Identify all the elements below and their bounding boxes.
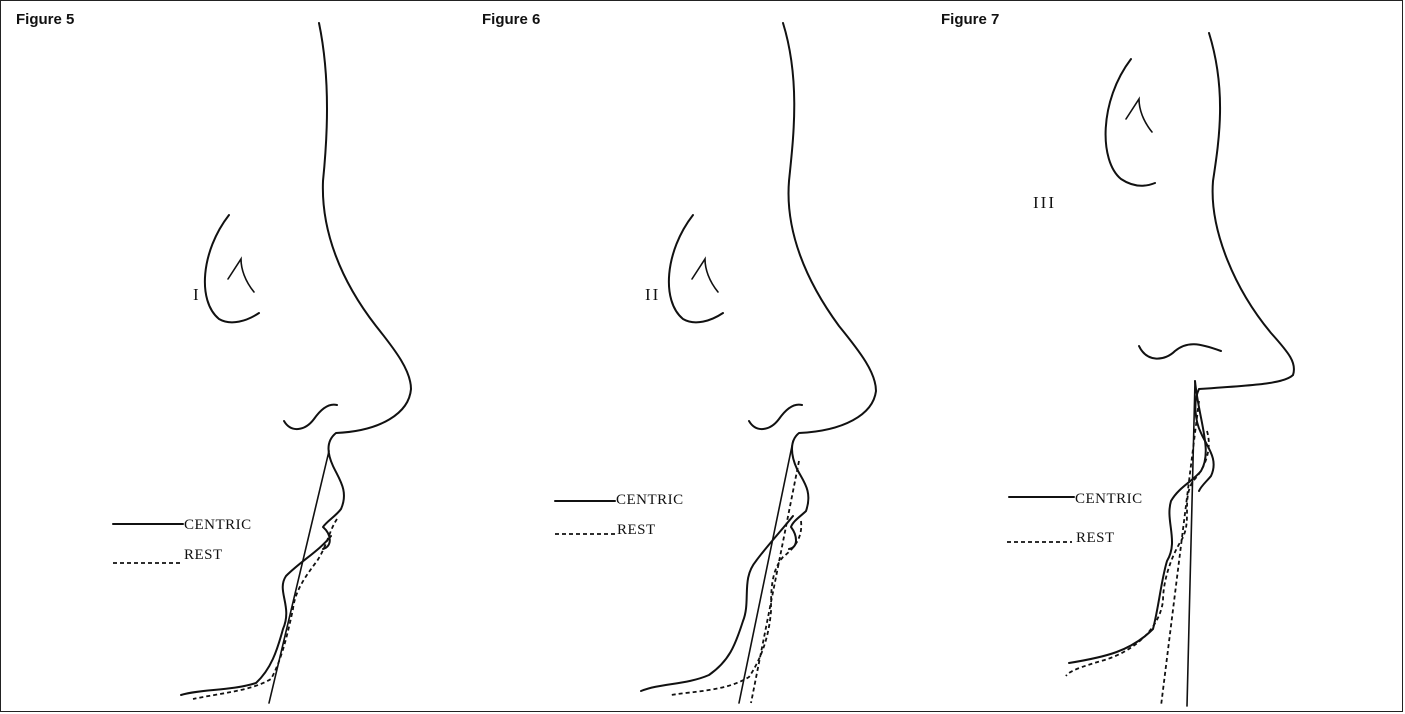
legend-rest-label: REST (184, 547, 223, 563)
reference-line (1187, 381, 1195, 706)
rest-lip-chin-line (1066, 431, 1209, 676)
figure-7-profile-drawing: III CENTRIC REST (931, 1, 1404, 713)
figure-5-class-label: I (193, 285, 201, 304)
eye-brow-curve (205, 215, 259, 322)
figure-6-class-label: II (645, 285, 660, 304)
eye-shape (692, 259, 718, 292)
legend-rest-label: REST (1076, 530, 1115, 546)
figure-6-profile-drawing: II CENTRIC REST (471, 1, 931, 713)
reference-line (269, 451, 329, 703)
figure-7-panel: Figure 7 III CENTRIC REST (931, 1, 1404, 713)
legend-rest-label: REST (617, 522, 656, 538)
legend-centric-label: CENTRIC (1075, 491, 1143, 507)
nostril-curve (1139, 344, 1221, 358)
eye-brow-curve (669, 215, 723, 322)
nostril-curve (284, 405, 337, 429)
eye-brow-curve (1106, 59, 1155, 186)
eye-shape (228, 259, 254, 292)
face-profile-outline (1195, 33, 1294, 491)
eye-shape (1126, 99, 1152, 132)
face-profile-outline (319, 23, 411, 549)
reference-line (739, 441, 793, 703)
legend-centric-label: CENTRIC (616, 492, 684, 508)
legend-centric-label: CENTRIC (184, 517, 252, 533)
figure-6-panel: Figure 6 II CENTRIC REST (471, 1, 931, 713)
centric-lip-chin-line (1069, 381, 1206, 663)
figure-5-panel: Figure 5 I CENTRIC REST (1, 1, 471, 713)
figure-5-profile-drawing: I CENTRIC REST (1, 1, 471, 713)
rest-reference-line (751, 461, 799, 703)
nostril-curve (749, 405, 802, 429)
figure-7-class-label: III (1033, 193, 1056, 212)
